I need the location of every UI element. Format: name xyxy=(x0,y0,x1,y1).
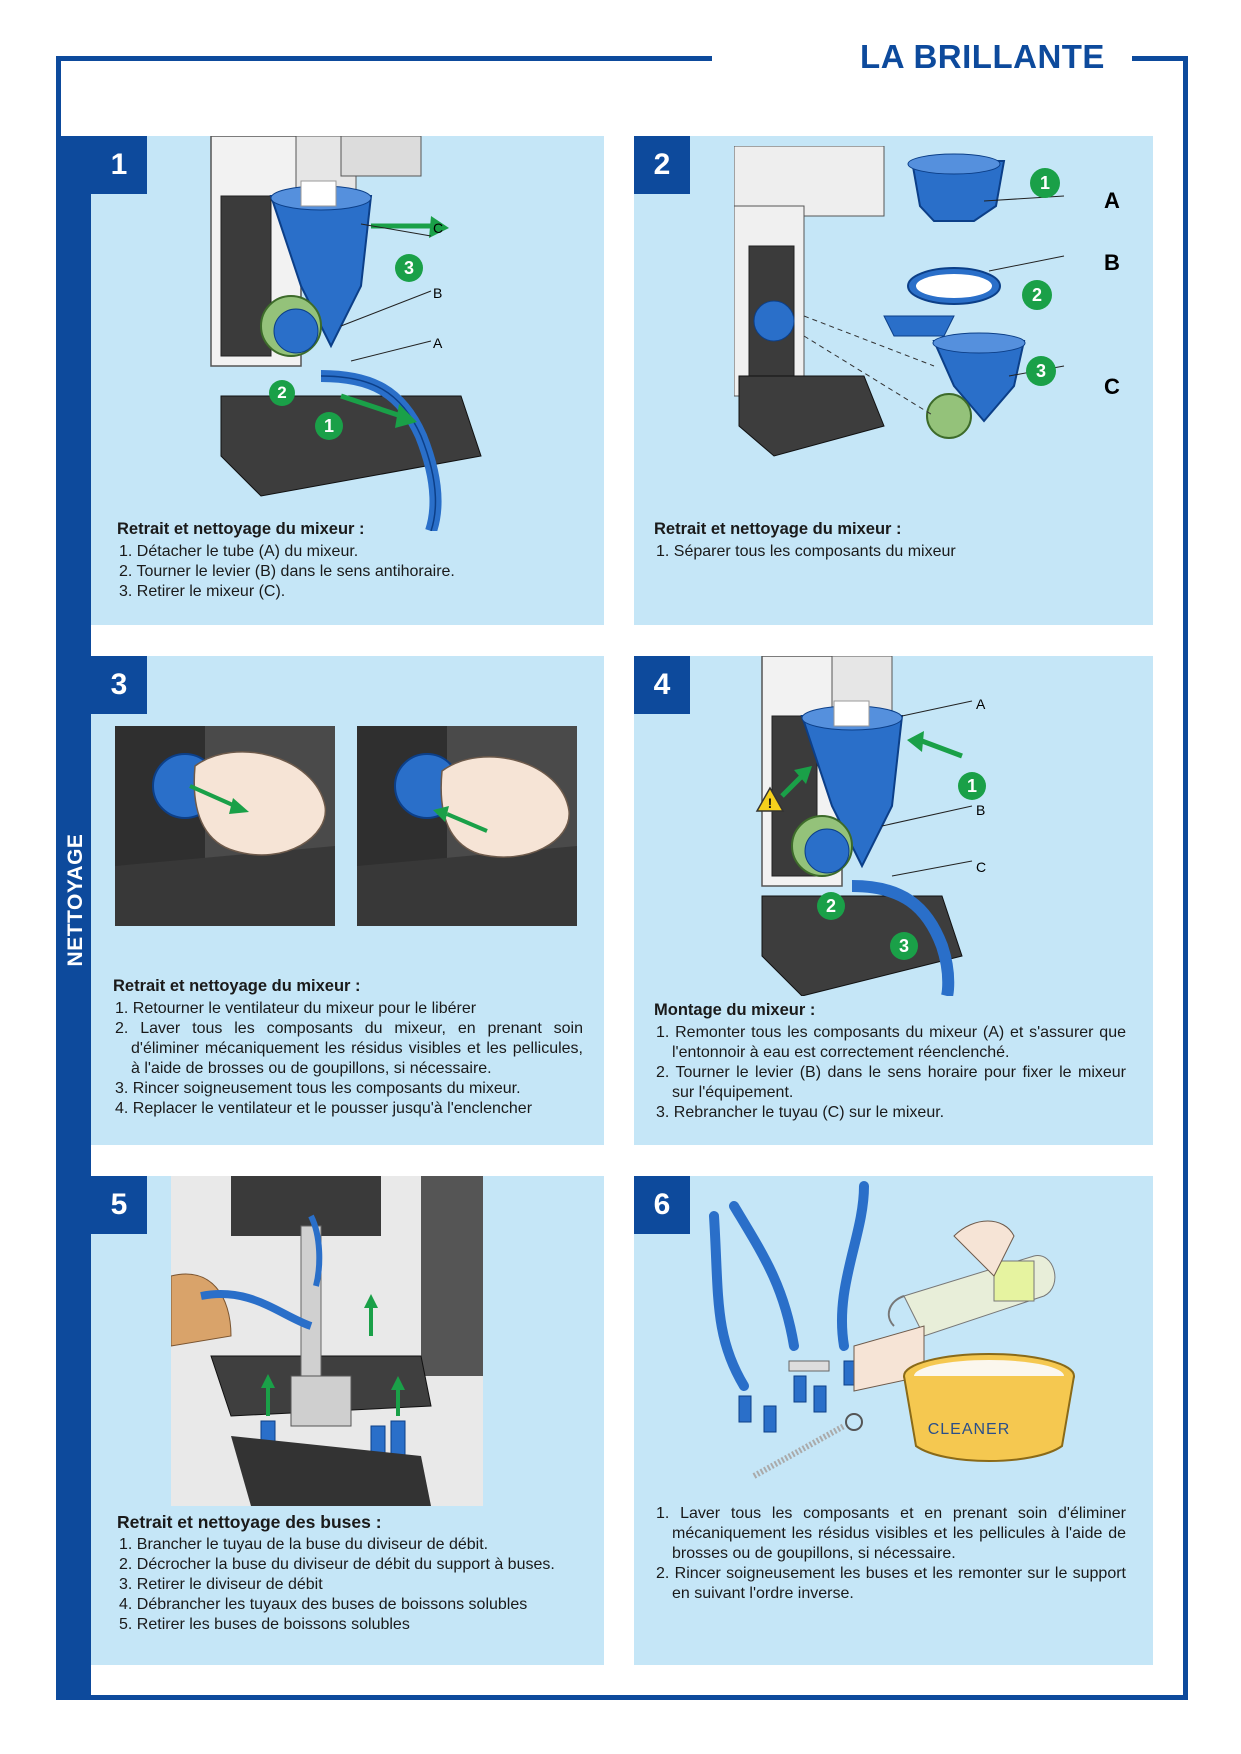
frame-left-rule xyxy=(56,56,61,1700)
callout-c: C xyxy=(1104,374,1120,399)
fan-reinsertion-illustration xyxy=(357,726,577,926)
step-marker-3: 3 xyxy=(1026,356,1056,386)
step-instruction: 1. Retourner le ventilateur du mixeur po… xyxy=(115,1000,477,1017)
callout-c: C xyxy=(976,859,987,875)
step-title: Retrait et nettoyage du mixeur : xyxy=(654,520,902,538)
step-title: Retrait et nettoyage des buses : xyxy=(117,1512,382,1532)
frame-right-rule xyxy=(1183,56,1188,1700)
nozzle-removal-illustration xyxy=(171,1176,483,1506)
step-panel-1: 1 C B A 3 2 1 Retrait et nettoya xyxy=(91,136,604,625)
callout-a: A xyxy=(1104,188,1120,213)
callout-b: B xyxy=(1104,250,1120,275)
frame-top-rule-left xyxy=(56,56,712,61)
step-marker-2: 2 xyxy=(817,892,845,920)
step-instruction: 2. Tourner le levier (B) dans le sens ho… xyxy=(656,1064,1126,1101)
step-number: 5 xyxy=(91,1176,147,1234)
brand-title: LA BRILLANTE xyxy=(860,38,1105,75)
mixer-components-illustration xyxy=(734,146,1114,516)
step-marker-1: 1 xyxy=(315,412,343,440)
step-number: 6 xyxy=(634,1176,690,1234)
step-instruction: 1. Détacher le tube (A) du mixeur. xyxy=(119,543,359,560)
step-panel-4: 4 ! A B C 1 2 3 Montage du mixeur xyxy=(634,656,1153,1145)
step-title: Montage du mixeur : xyxy=(654,1001,816,1019)
step-title: Retrait et nettoyage du mixeur : xyxy=(113,977,361,995)
callout-a: A xyxy=(976,696,986,712)
section-label: NETTOYAGE xyxy=(64,833,87,967)
step-marker-1: 1 xyxy=(1030,168,1060,198)
callout-b: B xyxy=(976,802,986,818)
step-instruction: 3. Retirer le mixeur (C). xyxy=(119,583,286,600)
callout-c: C xyxy=(433,220,444,236)
step-instruction: 2. Rincer soigneusement les buses et les… xyxy=(656,1565,1126,1602)
step-marker-3: 3 xyxy=(395,254,423,282)
step-instruction: 2. Décrocher la buse du diviseur de débi… xyxy=(119,1556,555,1573)
step-number: 4 xyxy=(634,656,690,714)
step-instruction: 4. Replacer le ventilateur et le pousser… xyxy=(115,1100,533,1117)
step-caption: Retrait et nettoyage du mixeur : 1. Déta… xyxy=(117,519,577,602)
step-instruction: 3. Rebrancher le tuyau (C) sur le mixeur… xyxy=(656,1104,945,1121)
step-number: 2 xyxy=(634,136,690,194)
step-instruction: 1. Brancher le tuyau de la buse du divis… xyxy=(119,1536,489,1553)
step-instruction: 4. Débrancher les tuyaux des buses de bo… xyxy=(119,1596,528,1613)
mixer-assembly-illustration: ! xyxy=(742,656,1042,996)
callout-b: B xyxy=(433,285,443,301)
step-panel-2: 2 A B C 1 2 3 Retrait et nettoyage du m xyxy=(634,136,1153,625)
step-caption: Retrait et nettoyage du mixeur : 1. Reto… xyxy=(113,976,583,1119)
frame-top-rule-right xyxy=(1132,56,1188,61)
step-marker-3: 3 xyxy=(890,932,918,960)
step-instruction: 2. Laver tous les composants du mixeur, … xyxy=(115,1020,583,1077)
step-title: Retrait et nettoyage du mixeur : xyxy=(117,520,365,538)
step-instruction: 5. Retirer les buses de boissons soluble… xyxy=(119,1616,410,1633)
step-caption: Montage du mixeur : 1. Remonter tous les… xyxy=(654,1000,1126,1123)
step-marker-1: 1 xyxy=(958,772,986,800)
step-number: 1 xyxy=(91,136,147,194)
step-marker-2: 2 xyxy=(1022,280,1052,310)
frame-bottom-rule xyxy=(56,1695,1188,1700)
step-instruction: 3. Rincer soigneusement tous les composa… xyxy=(115,1080,521,1097)
svg-text:!: ! xyxy=(768,795,773,811)
section-sidebar xyxy=(61,136,91,1695)
step-panel-6: 6 CLEANER 1. Laver tous les composa xyxy=(634,1176,1153,1665)
cleaning-parts-illustration xyxy=(704,1176,1124,1506)
step-panel-5: 5 Retrait et nettoyage des buses : 1. Br xyxy=(91,1176,604,1665)
callout-a: A xyxy=(433,335,443,351)
mixer-removal-illustration xyxy=(201,136,531,531)
step-instruction: 2. Tourner le levier (B) dans le sens an… xyxy=(119,563,455,580)
cleaner-container-label: CLEANER xyxy=(927,1421,1011,1438)
step-caption: Retrait et nettoyage du mixeur : 1. Sépa… xyxy=(654,519,1124,562)
step-instruction: 3. Retirer le diviseur de débit xyxy=(119,1576,323,1593)
fan-removal-illustration xyxy=(115,726,335,926)
step-instruction: 1. Séparer tous les composants du mixeur xyxy=(656,543,956,560)
step-caption: 1. Laver tous les composants et en prena… xyxy=(654,1504,1126,1604)
step-panel-3: 3 Retrait et nettoyage du mixeur : 1. Re… xyxy=(91,656,604,1145)
step-instruction: 1. Remonter tous les composants du mixeu… xyxy=(656,1024,1126,1061)
step-caption: Retrait et nettoyage des buses : 1. Bran… xyxy=(117,1512,577,1635)
step-instruction: 1. Laver tous les composants et en prena… xyxy=(656,1505,1126,1562)
step-marker-2: 2 xyxy=(269,380,295,406)
step-number: 3 xyxy=(91,656,147,714)
